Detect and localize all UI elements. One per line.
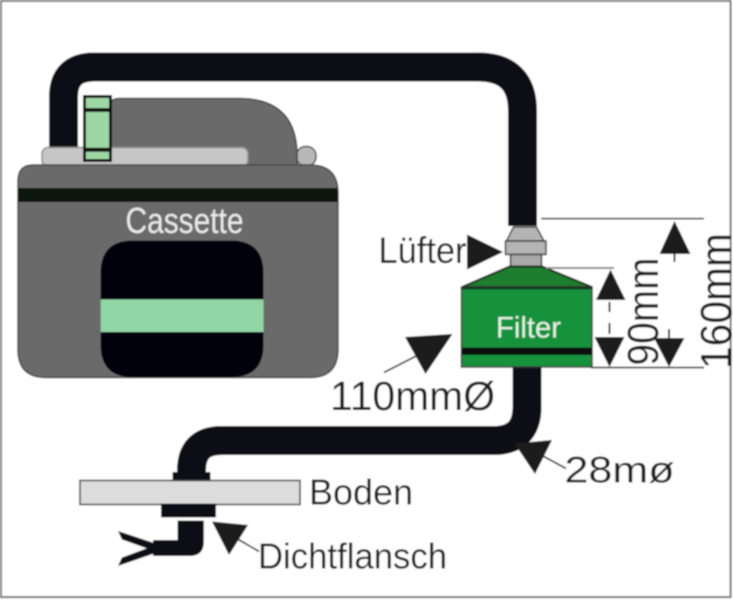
svg-text:Lüfter: Lüfter	[379, 230, 467, 271]
svg-text:Cassette: Cassette	[126, 200, 244, 241]
svg-text:90mm: 90mm	[619, 258, 668, 366]
svg-text:Filter: Filter	[496, 312, 561, 345]
svg-text:Dichtflansch: Dichtflansch	[258, 536, 447, 577]
svg-text:160mm: 160mm	[692, 233, 733, 369]
svg-text:110mmØ: 110mmØ	[330, 373, 495, 419]
svg-text:28mø: 28mø	[565, 449, 675, 491]
svg-text:Boden: Boden	[309, 472, 413, 513]
